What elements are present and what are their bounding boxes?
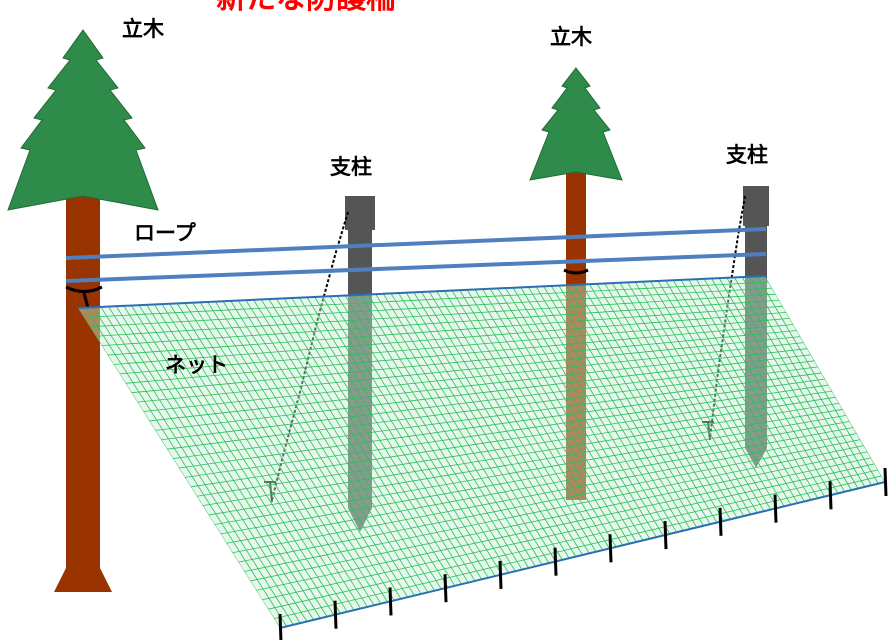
post-left-cap [345, 196, 375, 230]
ground-stake [828, 481, 833, 510]
net-mesh-line [119, 318, 790, 375]
label-post-right: 支柱 [726, 143, 768, 167]
net-mesh-line [202, 402, 840, 507]
ground-stake [553, 547, 558, 576]
net-mesh-line [208, 408, 843, 516]
net-mesh-line [125, 324, 794, 384]
tree-right [529, 67, 623, 500]
net-mesh-line [155, 354, 811, 431]
net-mesh-line [268, 469, 879, 610]
tree-left-trunk-base [54, 560, 112, 592]
net-mesh-line [273, 475, 882, 619]
ground-stake [498, 560, 503, 589]
net-mesh-line [137, 336, 801, 403]
label-rope: ロープ [134, 221, 197, 245]
ground-stake [773, 494, 778, 523]
net-mesh-line [220, 421, 850, 535]
net-mesh-line [256, 457, 871, 591]
guy-wire-left [271, 211, 349, 501]
net-mesh-line [149, 348, 808, 422]
net-mesh-line [83, 281, 769, 318]
net-mesh-line [250, 451, 868, 582]
net [77, 275, 886, 629]
net-mesh-line [131, 330, 797, 394]
ground-stakes [278, 467, 888, 640]
ropes [65, 227, 767, 283]
label-tree-left: 立木 [122, 17, 165, 41]
net-top-edge [77, 275, 766, 309]
rope-upper [65, 227, 767, 260]
tie-right-tree [563, 268, 589, 275]
rope-lower [65, 252, 767, 283]
ground-stake [443, 574, 448, 603]
net-mesh-line [262, 463, 875, 601]
ground-stake [718, 507, 723, 536]
ground-stake [883, 467, 888, 497]
net-mesh-line [226, 427, 854, 544]
net-mesh-line [113, 311, 787, 365]
guy-wire-right-anchor [702, 421, 714, 441]
net-mesh-line [89, 287, 773, 328]
net-mesh-line [173, 372, 822, 459]
ground-stake [663, 521, 668, 550]
net-mesh-line [214, 414, 847, 525]
net-mesh-line [101, 299, 780, 347]
net-mesh-line [167, 366, 818, 450]
ground-stake [388, 587, 393, 616]
net-mesh-line [196, 396, 836, 497]
net-mesh-line [244, 445, 864, 572]
post-right-cap [743, 186, 769, 226]
net-mesh-line [178, 378, 826, 469]
net-mesh-line [232, 433, 857, 554]
net-mesh-line [184, 384, 829, 478]
tie-left-tree [65, 285, 103, 309]
net-mesh-line [95, 293, 776, 337]
tree-right-trunk [566, 170, 586, 500]
label-post-left: 支柱 [330, 155, 372, 179]
tree-left-foliage [7, 29, 159, 211]
net-mesh-line [238, 439, 861, 563]
ground-stake [278, 613, 283, 640]
label-net: ネット [165, 353, 228, 377]
net-mesh-line [190, 390, 833, 488]
net-bottom-edge [279, 481, 886, 629]
net-mesh-line [143, 342, 804, 412]
ground-stake [333, 600, 338, 629]
tree-left-trunk [66, 192, 100, 570]
net-mesh-line [107, 305, 783, 356]
tree-right-foliage [529, 67, 623, 181]
label-tree-right: 立木 [550, 25, 593, 49]
diagram-title: 新たな防護柵 [216, 0, 396, 16]
ground-stake [608, 534, 613, 563]
net-mesh-line [161, 360, 815, 441]
